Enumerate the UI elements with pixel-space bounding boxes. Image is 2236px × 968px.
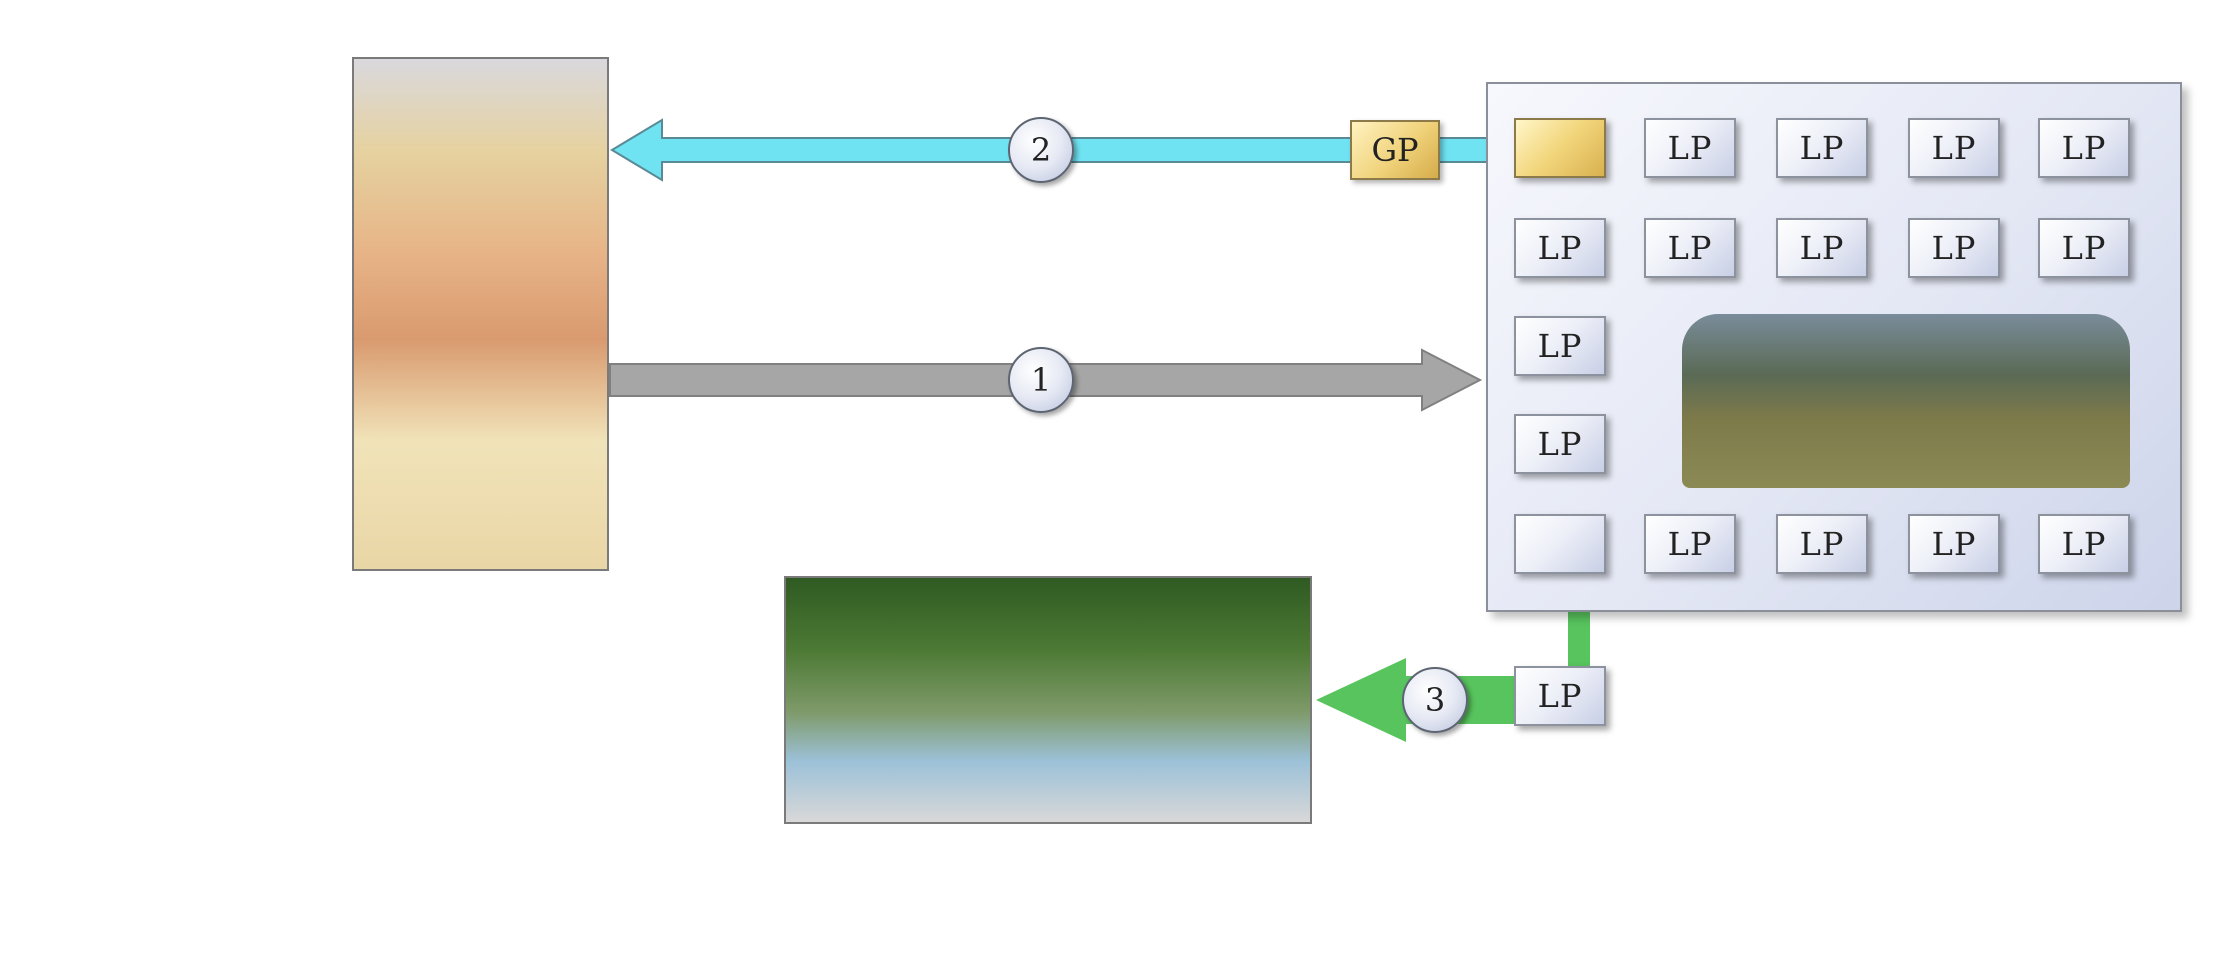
lp-box: LP	[2038, 218, 2130, 278]
lp-box: LP	[1908, 118, 2000, 178]
general-partner-interest-box	[1514, 118, 1606, 178]
lp-box: LP	[1514, 218, 1606, 278]
lp-box: LP	[1514, 316, 1606, 376]
lp-box: LP	[1776, 514, 1868, 574]
gifted-lp-box: LP	[1514, 666, 1606, 726]
general-partner-label: GP	[1350, 120, 1440, 180]
lp-box: LP	[2038, 118, 2130, 178]
lp-box: LP	[1908, 514, 2000, 574]
lp-box: LP	[1644, 218, 1736, 278]
step-3-badge: 3	[1402, 667, 1468, 733]
property-assets-image	[1682, 314, 2130, 488]
lp-box: LP	[1908, 218, 2000, 278]
step-2-badge: 2	[1008, 117, 1074, 183]
grandparent-photo	[352, 57, 609, 571]
lp-box: LP	[1644, 514, 1736, 574]
lp-box: LP	[1776, 118, 1868, 178]
lp-box: LP	[1644, 118, 1736, 178]
transferred-lp-slot	[1514, 514, 1606, 574]
step-1-badge: 1	[1008, 347, 1074, 413]
lp-box: LP	[1776, 218, 1868, 278]
lp-box: LP	[2038, 514, 2130, 574]
lp-box: LP	[1514, 414, 1606, 474]
family-photo	[784, 576, 1312, 824]
